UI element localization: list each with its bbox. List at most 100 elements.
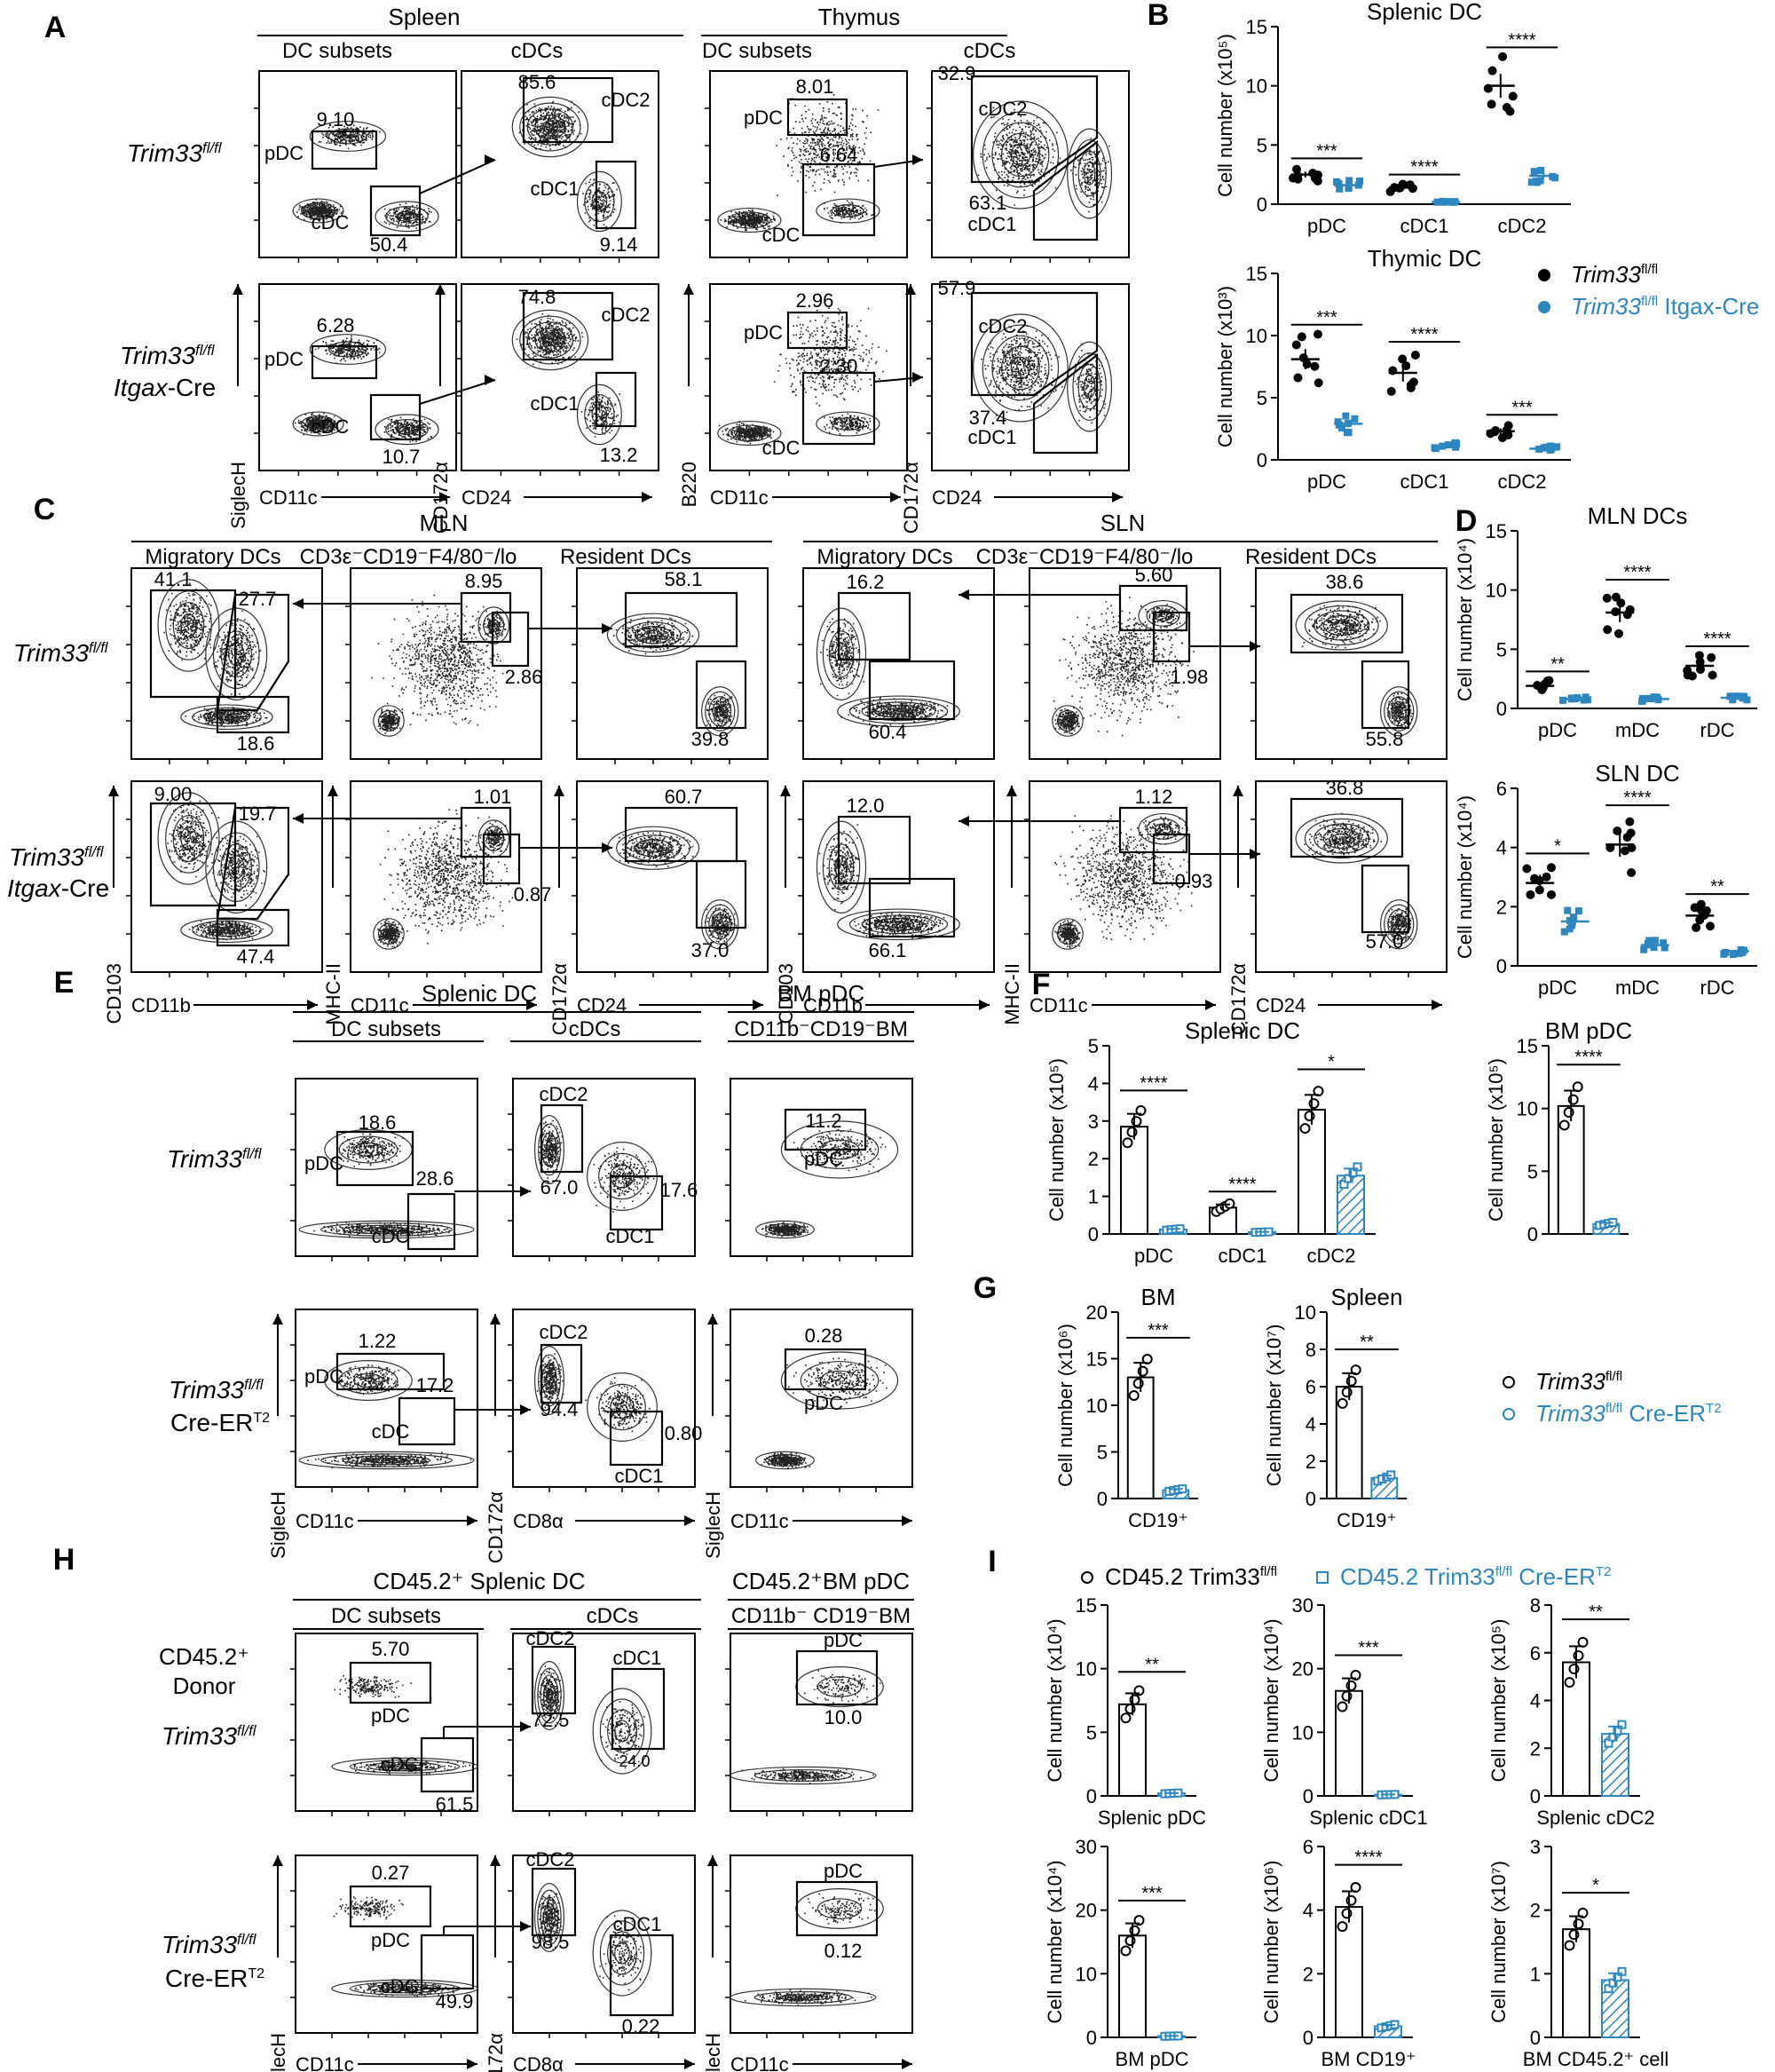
legend-part: CD45.2 Trim33 (1105, 1563, 1260, 1590)
gate-box (398, 1396, 456, 1446)
y-tick-label: 0 (1530, 2027, 1541, 2049)
contour-line (205, 820, 268, 913)
gate-value: 60.4 (869, 721, 907, 743)
legend-B-marker (1538, 269, 1550, 281)
axis-y-A: SiglecH (227, 462, 249, 529)
legend-part: Itgax-Cre (1658, 293, 1759, 320)
axis-x-H-arrowhead (684, 2059, 695, 2069)
axis-x-C-arrowhead (753, 1000, 763, 1010)
significance-stars: **** (1623, 788, 1651, 808)
gate-box (784, 1348, 867, 1391)
axis-y-H: SiglecH (702, 2033, 724, 2072)
gate-value: 39.8 (691, 728, 730, 750)
gate-value: 16.2 (847, 571, 885, 593)
header-splenic: Splenic DC (422, 980, 537, 1007)
axis-y-C-arrowhead (1006, 786, 1017, 796)
chart-title: SLN DC (1595, 760, 1679, 787)
event-dots (313, 1131, 456, 1238)
point-control (1564, 1677, 1575, 1688)
label-part: fl/fl (84, 843, 105, 860)
gate-name: cDC1 (967, 213, 1016, 235)
y-tick-label: 15 (1486, 520, 1507, 542)
gate-box (1361, 660, 1410, 730)
y-tick-label: 5 (1257, 134, 1267, 156)
gate-name: cDC1 (530, 178, 579, 200)
y-tick-label: 4 (1303, 1900, 1314, 1922)
gate-name: pDC (744, 107, 783, 129)
point-ko (1560, 928, 1568, 936)
contour-line (701, 686, 739, 737)
genotype-row-2-line2: Itgax-Cre (7, 874, 109, 902)
point-control (1120, 1712, 1132, 1724)
gate-box (460, 591, 512, 644)
contour-line (599, 1698, 645, 1764)
gate-value: 2.86 (505, 666, 543, 688)
y-tick-label: 6 (1306, 1376, 1316, 1398)
contour-line (157, 579, 220, 672)
point-control (1508, 91, 1518, 101)
contour-line (1146, 605, 1180, 627)
gate-box (406, 1192, 456, 1251)
axis-x-E: CD11c (296, 1510, 354, 1532)
label-part: -Cre (61, 874, 109, 902)
contour-line (591, 191, 608, 212)
gate-value: 0.22 (622, 2015, 660, 2037)
contour-line (228, 855, 245, 880)
x-tick-label: CD19⁺ (1337, 1509, 1397, 1531)
subheader: Migratory DCs (816, 545, 952, 569)
y-axis-label: Cell number (x10⁴) (1044, 1860, 1066, 2023)
x-tick-label: cDC2 (1497, 215, 1546, 237)
gate-pDC (786, 311, 848, 350)
axis-y-A-arrowhead (905, 284, 916, 295)
contour-line (982, 111, 1060, 199)
axis-x-H: CD8α (513, 2053, 564, 2072)
event-dots (1304, 812, 1414, 945)
flow-plot-C-1-2-events (606, 826, 739, 950)
contour-line (795, 1665, 884, 1707)
genotype-row-2: Trim33fl/fl (162, 1931, 257, 1958)
header-bmpdc: CD45.2⁺BM pDC (732, 1568, 910, 1594)
y-tick-label: 15 (1246, 16, 1267, 38)
gate-value: 37.4 (969, 407, 1007, 429)
contour-line (1052, 918, 1084, 950)
y-axis-label: Cell number (x10⁵) (1214, 34, 1236, 197)
gate-value: 2.96 (796, 289, 834, 312)
label-part: fl/fl (237, 1931, 257, 1948)
contour-line (728, 211, 771, 229)
axis-x-C-arrowhead (979, 1000, 990, 1010)
contour-line (1067, 341, 1113, 432)
y-axis-label: Cell number (x10⁴) (1044, 1618, 1066, 1782)
label-part: Trim33 (120, 342, 195, 369)
gate-value: 0.28 (805, 1325, 843, 1347)
event-dots (518, 100, 618, 228)
label-part: Trim33 (127, 139, 202, 167)
contour-line (701, 899, 739, 950)
gate-box (609, 1410, 664, 1467)
significance-stars: **** (1410, 158, 1438, 178)
donor-label: Donor (173, 1673, 236, 1699)
legend-part: fl/fl (1260, 1564, 1277, 1579)
contour-line (533, 1114, 564, 1184)
contour-line (375, 201, 439, 233)
point-control (1546, 890, 1556, 899)
point-ko (1444, 441, 1452, 449)
axis-y-E: SiglecH (702, 1491, 724, 1559)
gate-box (482, 833, 521, 885)
gate-name: cDC1 (614, 1465, 663, 1487)
gate-arrow (419, 159, 496, 194)
y-tick-label: 0 (1088, 1223, 1099, 1246)
legend-part: fl/fl (1495, 1564, 1512, 1579)
axis-x-A: CD11c (259, 486, 318, 509)
y-tick-label: 1 (1530, 1963, 1541, 1985)
axis-y-E-arrowhead (707, 1314, 718, 1325)
contour-line (320, 1222, 453, 1237)
flow-plot-E-0-2 (730, 1078, 913, 1257)
x-tick-label: mDC (1615, 719, 1660, 741)
axis-x-E-arrowhead (902, 1515, 912, 1526)
point-control (1577, 1636, 1589, 1648)
subheader: cDCs (964, 39, 1016, 63)
contour-line (816, 411, 880, 437)
contour-line (180, 704, 273, 731)
subheader: DC subsets (702, 39, 812, 63)
